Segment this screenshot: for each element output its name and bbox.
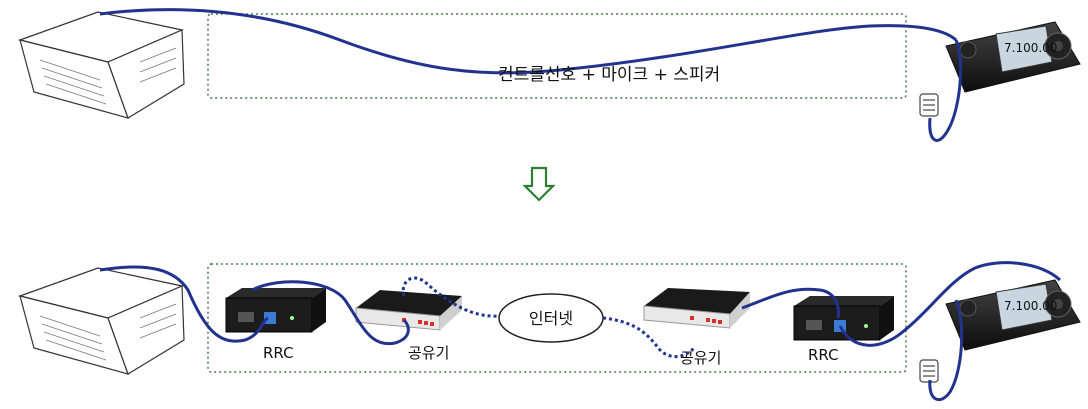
left-router-label: 공유기 bbox=[408, 344, 449, 362]
right-router-rrc-cable bbox=[741, 287, 840, 319]
right-rrc-device bbox=[793, 296, 894, 341]
right-router-internet-link bbox=[602, 316, 696, 358]
top-control-cable bbox=[99, 8, 958, 75]
top-left-transceiver bbox=[17, 11, 185, 119]
left-rrc-device bbox=[225, 288, 326, 333]
left-transceiver-rrc-cable bbox=[99, 265, 269, 343]
right-router-label: 공유기 bbox=[680, 349, 721, 367]
right-rrc-radio-cable bbox=[838, 261, 1062, 347]
left-rrc-router-cable bbox=[251, 280, 410, 346]
top-dotted-frame bbox=[207, 13, 907, 99]
left-router-device bbox=[355, 290, 462, 331]
left-router-internet-link bbox=[401, 276, 500, 318]
top-signal-label: 컨트롤신호 + 마이크 + 스피커 bbox=[498, 65, 720, 85]
top-mic-cable bbox=[928, 39, 963, 142]
bottom-microphone bbox=[919, 359, 939, 383]
bottom-mic-cable bbox=[928, 299, 964, 402]
bottom-right-radio: 7.100.00 bbox=[945, 279, 1081, 351]
top-right-radio: 7.100.00 bbox=[945, 21, 1081, 93]
top-microphone bbox=[919, 93, 939, 117]
down-arrow-icon bbox=[522, 166, 556, 202]
bottom-left-transceiver bbox=[17, 267, 185, 375]
bottom-dotted-frame bbox=[207, 263, 907, 373]
left-rrc-label: RRC bbox=[263, 344, 294, 362]
top-radio-display: 7.100.00 bbox=[1004, 41, 1057, 55]
internet-label: 인터넷 bbox=[529, 309, 573, 328]
right-router-device bbox=[643, 288, 750, 329]
bottom-radio-display: 7.100.00 bbox=[1004, 299, 1057, 313]
right-rrc-label: RRC bbox=[808, 346, 839, 364]
